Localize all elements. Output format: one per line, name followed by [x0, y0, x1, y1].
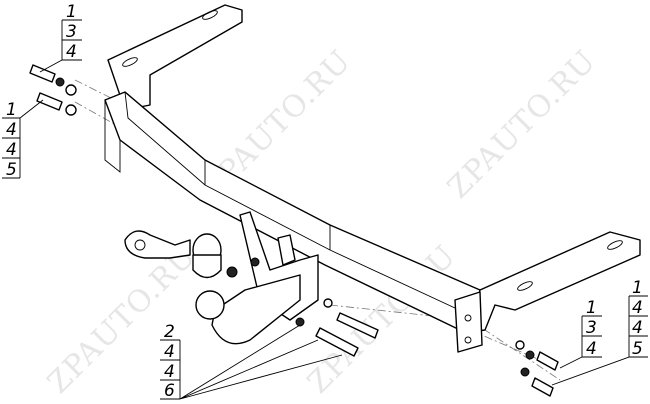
left-fasteners: [29, 64, 260, 278]
callout-number: 3: [66, 22, 77, 42]
callout-number: 4: [66, 42, 77, 62]
callout-number: 1: [586, 298, 597, 318]
tow-ball-assembly: [192, 211, 319, 345]
callout-number: 3: [586, 318, 597, 338]
callout-number: 4: [6, 140, 17, 160]
callout-number: 2: [164, 322, 175, 342]
callout-number: 1: [632, 278, 643, 298]
right-mounting-bracket: [454, 231, 641, 353]
callout-bottom-left: 2 4 4 6: [160, 322, 343, 401]
callout-number: 1: [66, 2, 77, 22]
callout-left: 1 4 4 5: [2, 99, 44, 180]
callout-number: 1: [6, 100, 17, 120]
callout-number: 6: [164, 381, 175, 401]
watermark: ZPAUTO.RU: [41, 238, 203, 400]
callout-number: 4: [632, 318, 643, 338]
callout-number: 4: [632, 298, 643, 318]
callout-top-left: 1 3 4: [39, 2, 82, 73]
callout-number: 4: [164, 342, 175, 362]
callout-right: 1 3 4: [559, 298, 602, 369]
callout-far-right: 1 4 4 5: [551, 278, 648, 386]
callout-number: 5: [632, 339, 643, 359]
socket-bracket: [124, 230, 191, 259]
callout-number: 5: [6, 160, 17, 180]
callout-number: 4: [6, 120, 17, 140]
watermark: ZPAUTO.RU: [441, 43, 603, 205]
callout-number: 4: [164, 362, 175, 382]
bottom-fasteners: [315, 298, 559, 397]
callout-number: 4: [586, 339, 597, 359]
